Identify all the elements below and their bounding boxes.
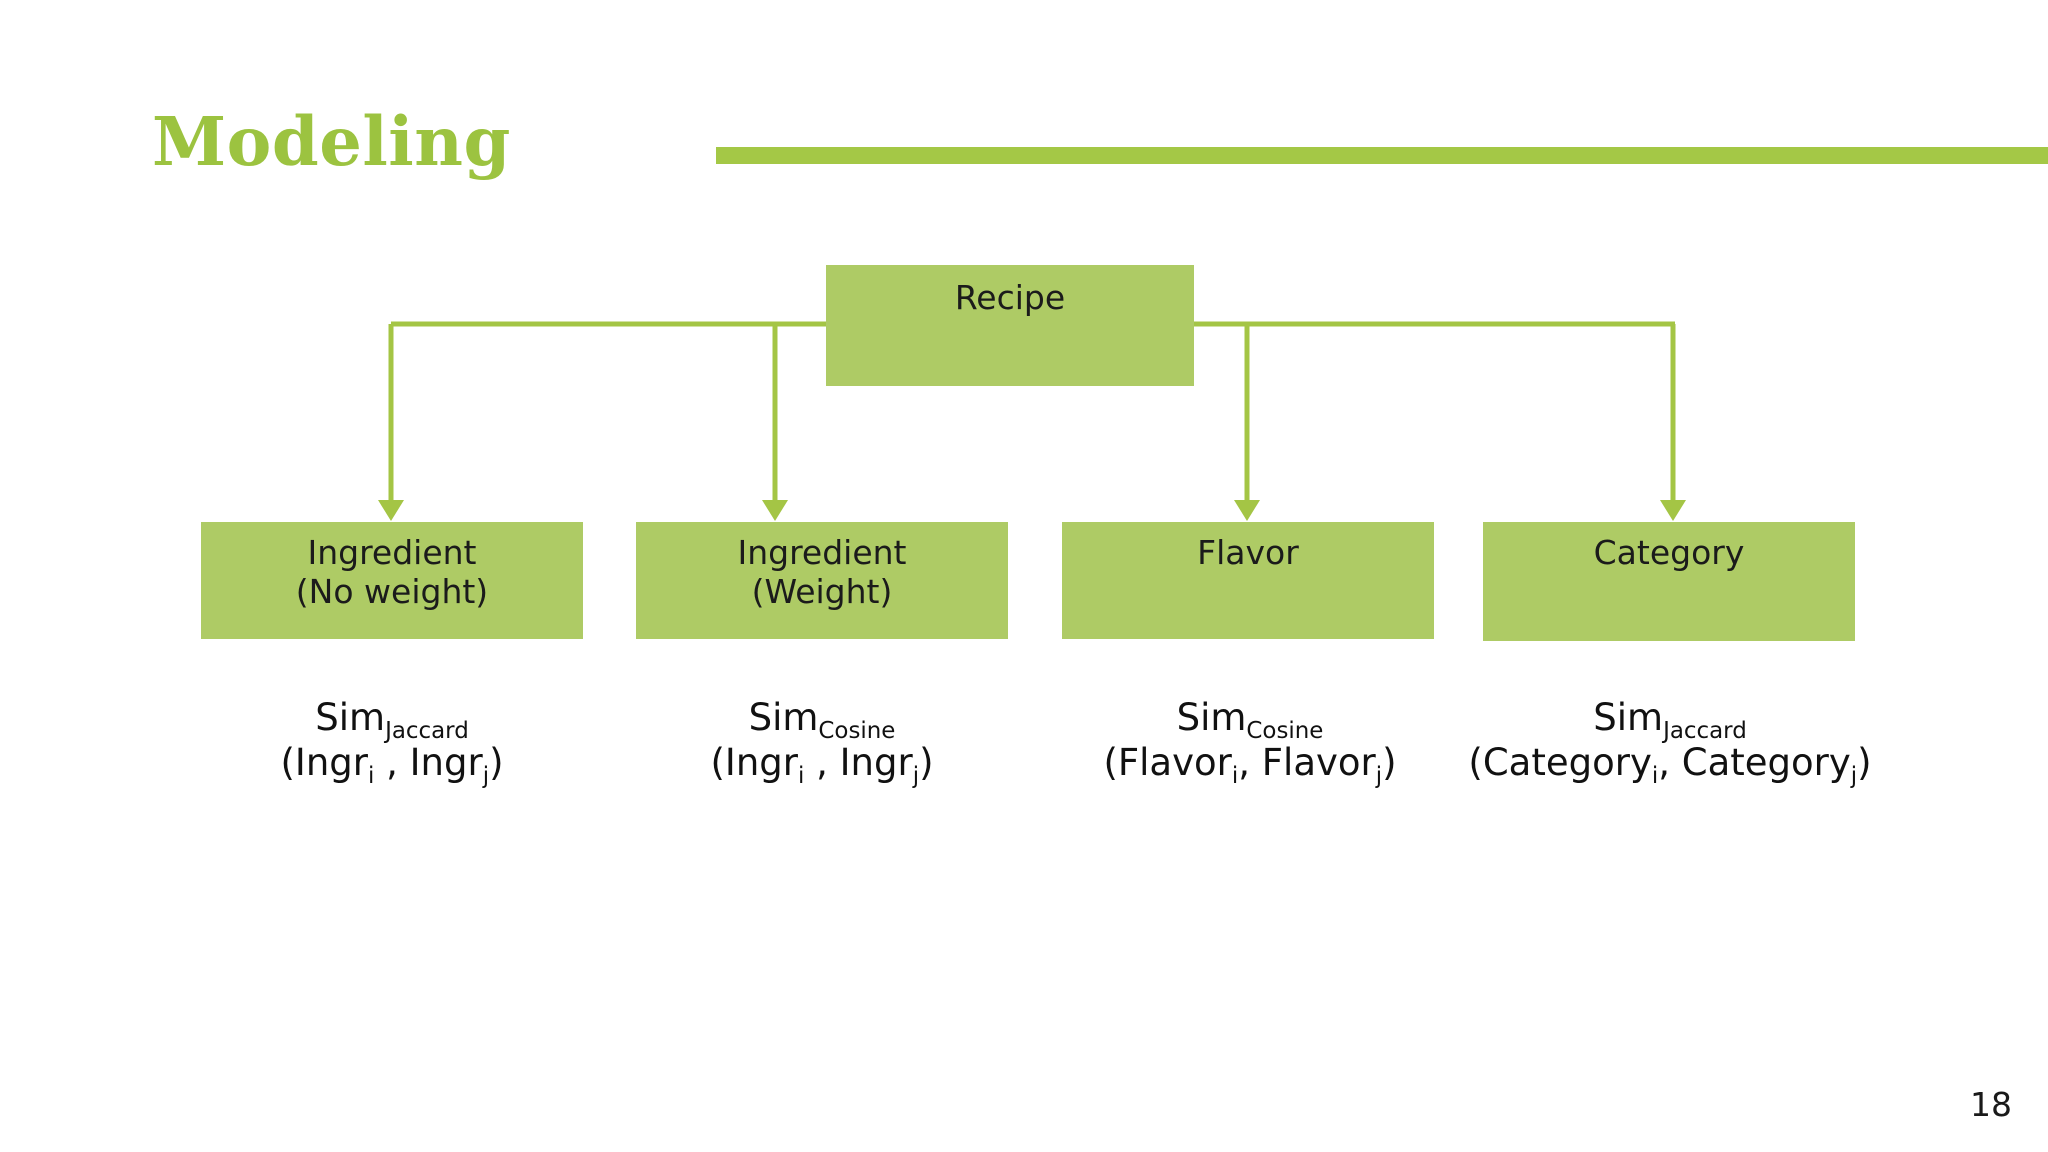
page-number: 18 — [1970, 1085, 2012, 1124]
formula-1-arg2: , Ingr — [374, 741, 483, 785]
node-ingredient-weight-label: Ingredient (Weight) — [737, 533, 907, 611]
node-recipe-label: Recipe — [954, 278, 1066, 317]
formula-ingredient-no-weight: SimJaccard (Ingri , Ingrj) — [201, 695, 583, 789]
formula-category: SimJaccard (Categoryi, Categoryj) — [1440, 695, 1900, 789]
node-recipe[interactable]: Recipe — [826, 265, 1194, 386]
node-ingredient-no-weight-label: Ingredient (No weight) — [295, 533, 489, 611]
formula-2-metric: SimCosine — [636, 695, 1008, 744]
formula-1-arg1: (Ingr — [280, 741, 368, 785]
node-flavor-label: Flavor — [1197, 533, 1299, 572]
formula-1-metric: SimJaccard — [201, 695, 583, 744]
formula-3-arg2-subscript: j — [1375, 762, 1383, 789]
formula-3-arg1-subscript: i — [1231, 762, 1239, 789]
formula-4-args: (Categoryi, Categoryj) — [1440, 740, 1900, 789]
formula-1-metric-name: Sim — [315, 696, 386, 739]
node-flavor[interactable]: Flavor — [1062, 522, 1434, 639]
formula-4-arg2: , Category — [1658, 741, 1851, 785]
formula-2-arg1: (Ingr — [710, 741, 798, 785]
formula-2-close-paren: ) — [919, 741, 934, 785]
formula-3-arg2: , Flavor — [1238, 741, 1376, 785]
formula-2-arg1-subscript: i — [797, 762, 805, 789]
title-rule-divider — [716, 147, 2048, 164]
formula-4-arg2-subscript: j — [1850, 762, 1858, 789]
formula-4-arg1-subscript: i — [1651, 762, 1659, 789]
formula-flavor: SimCosine (Flavori, Flavorj) — [1050, 695, 1450, 789]
formula-3-args: (Flavori, Flavorj) — [1050, 740, 1450, 789]
formula-1-arg1-subscript: i — [367, 762, 375, 789]
formula-4-metric-subscript: Jaccard — [1663, 717, 1747, 744]
formula-4-close-paren: ) — [1857, 741, 1872, 785]
formula-2-args: (Ingri , Ingrj) — [636, 740, 1008, 789]
formula-2-arg2-subscript: j — [912, 762, 920, 789]
formula-2-metric-subscript: Cosine — [818, 717, 896, 744]
formula-3-metric-subscript: Cosine — [1246, 717, 1324, 744]
formula-2-arg2: , Ingr — [804, 741, 913, 785]
formula-ingredient-weight: SimCosine (Ingri , Ingrj) — [636, 695, 1008, 789]
formula-2-metric-name: Sim — [748, 696, 819, 739]
node-category[interactable]: Category — [1483, 522, 1855, 641]
formula-4-metric: SimJaccard — [1440, 695, 1900, 744]
formula-4-metric-name: Sim — [1593, 696, 1664, 739]
formula-4-arg1: (Category — [1468, 741, 1652, 785]
page-title: Modeling — [152, 102, 511, 181]
formula-3-close-paren: ) — [1382, 741, 1397, 785]
formula-1-close-paren: ) — [489, 741, 504, 785]
formula-3-metric-name: Sim — [1176, 696, 1247, 739]
formula-1-args: (Ingri , Ingrj) — [201, 740, 583, 789]
node-ingredient-weight[interactable]: Ingredient (Weight) — [636, 522, 1008, 639]
formula-3-metric: SimCosine — [1050, 695, 1450, 744]
formula-1-metric-subscript: Jaccard — [385, 717, 469, 744]
node-ingredient-no-weight[interactable]: Ingredient (No weight) — [201, 522, 583, 639]
formula-3-arg1: (Flavor — [1103, 741, 1232, 785]
node-category-label: Category — [1593, 533, 1745, 572]
formula-1-arg2-subscript: j — [482, 762, 490, 789]
